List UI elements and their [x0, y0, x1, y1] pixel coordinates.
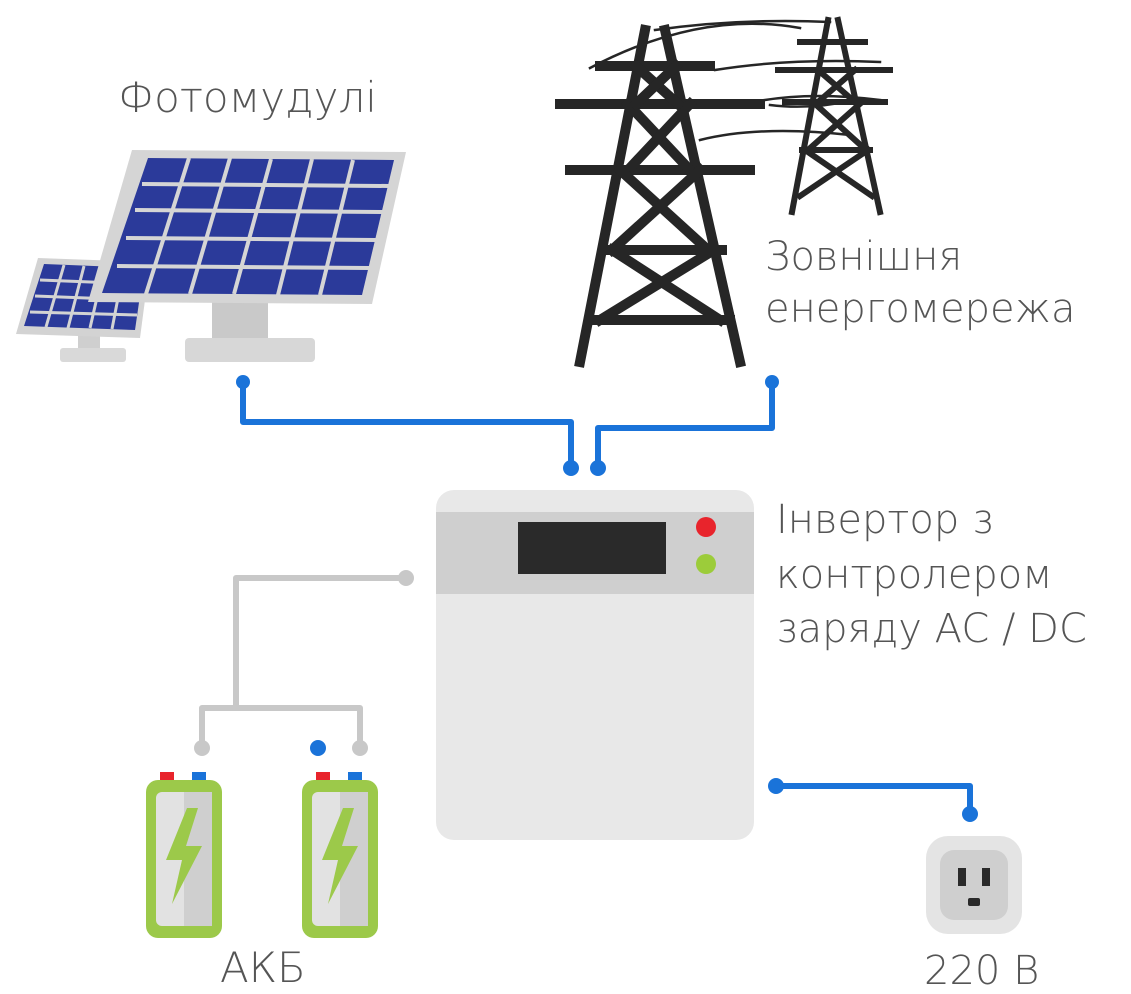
power-tower-small: [775, 16, 893, 216]
photomodules-label: Фотомудулі: [118, 73, 377, 122]
inverter-icon: [436, 490, 754, 840]
dc-wires: [199, 575, 406, 746]
connector-dot: [765, 375, 779, 389]
outlet-label: 220 В: [924, 948, 1039, 994]
inverter-label-line2: контролером: [776, 552, 1052, 598]
ac-wires-top: [240, 382, 775, 466]
connector-dot: [236, 375, 250, 389]
connector-dot: [768, 778, 784, 794]
inverter-label-line3: заряду AC / DC: [776, 606, 1087, 652]
grid-label-line1: Зовнішня: [765, 234, 962, 280]
connector-dot: [590, 460, 606, 476]
battery-left: [146, 772, 222, 938]
led-green-icon: [696, 554, 716, 574]
grid-label-line2: енергомережа: [765, 286, 1076, 332]
battery-label: АКБ: [220, 943, 306, 992]
solar-panel-large: [88, 150, 406, 362]
connector-dot: [398, 570, 414, 586]
power-tower-icon: [555, 16, 893, 368]
power-tower-large: [555, 24, 765, 368]
connector-dot: [563, 460, 579, 476]
connector-dot: [194, 740, 210, 756]
battery-right: [302, 772, 378, 938]
inverter-label-line1: Інвертор з: [776, 497, 994, 543]
solar-panel-icon: [16, 150, 406, 362]
led-red-icon: [696, 517, 716, 537]
ac-wire-outlet: [776, 783, 973, 812]
inverter-display: [518, 522, 666, 574]
connector-dot: [352, 740, 368, 756]
connector-dot: [962, 806, 978, 822]
connector-dot: [310, 740, 326, 756]
power-outlet-icon: [926, 836, 1022, 934]
battery-icon: [146, 772, 378, 938]
